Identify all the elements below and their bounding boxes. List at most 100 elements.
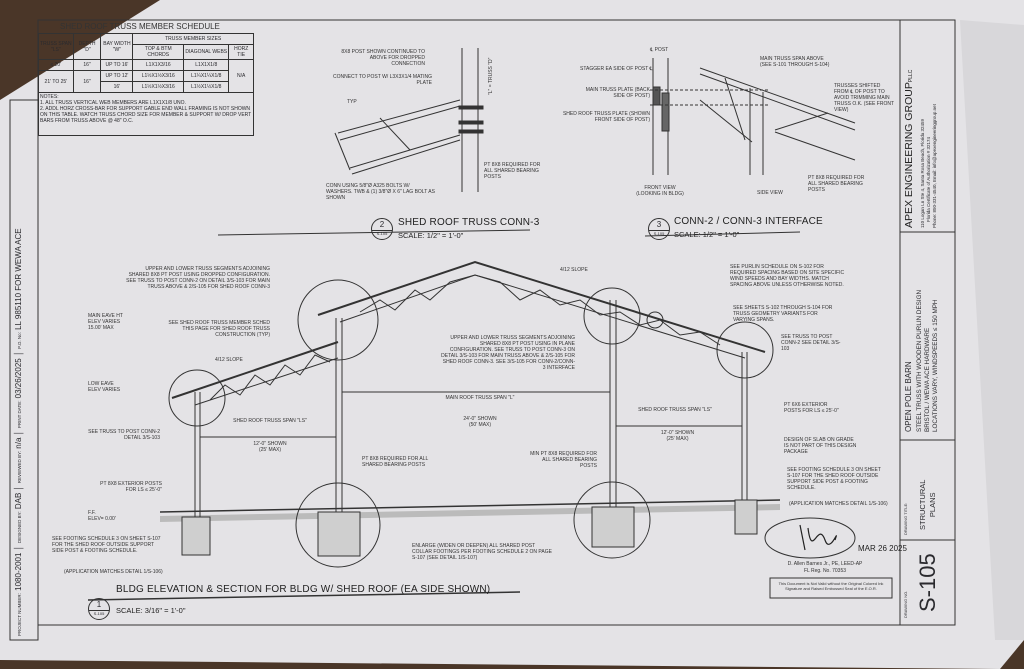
print-date: 03/26/2025 bbox=[14, 358, 23, 399]
note: 4/12 SLOPE bbox=[560, 267, 588, 273]
cell: 16' bbox=[100, 81, 134, 93]
drawing-title: STRUCTURAL PLANS bbox=[918, 479, 937, 530]
note: PT 8x8 REQUIRED FOR ALL SHARED BEARING P… bbox=[808, 175, 865, 193]
note: SEE SHEETS S-102 THROUGH S-104 FOR TRUSS… bbox=[733, 305, 833, 323]
header-span: TRUSS SPAN "Ls" bbox=[38, 33, 74, 60]
cell: ≤ 20' bbox=[38, 59, 74, 71]
cell: L1½x1½x3/16 bbox=[132, 81, 185, 93]
note: SHED ROOF TRUSS PLATE (SHOWN FRONT SIDE … bbox=[562, 111, 650, 123]
schedule-notes: NOTES: 1. ALL TRUSS VERTICAL WEB MEMBERS… bbox=[38, 92, 254, 136]
reviewed-by-label: REVIEWED BY: bbox=[17, 450, 22, 484]
drawing-number: S-105 bbox=[915, 553, 940, 612]
detail-2-title: SHED ROOF TRUSS CONN-3 bbox=[398, 217, 540, 228]
note: 12'-0" SHOWN (25' MAX) bbox=[660, 430, 695, 442]
detail-1-title: BLDG ELEVATION & SECTION FOR BLDG W/ SHE… bbox=[116, 584, 491, 595]
note: SEE PURLIN SCHEDULE ON S-102 FOR REQUIRE… bbox=[730, 264, 845, 288]
designed-by-label: DESIGNED BY: bbox=[17, 511, 22, 544]
detail-number: 2 bbox=[379, 220, 385, 229]
truss-member-schedule-table: TRUSS SPAN "Ls"DEPTH "D"BAY WIDTH "W"TRU… bbox=[38, 33, 254, 136]
note: SIDE VIEW bbox=[757, 190, 783, 196]
detail-sheet: S-105 bbox=[649, 230, 669, 236]
firm-name: APEX ENGINEERING GROUPPLLC bbox=[903, 70, 915, 228]
table-row: 21' to 25'16"up to 12'L1½x1½x3/16L1¼x1¼x… bbox=[38, 70, 254, 93]
note: MAIN ROOF TRUSS SPAN "L" bbox=[445, 395, 515, 401]
header-depth: DEPTH "D" bbox=[72, 33, 102, 60]
designed-by: DAB bbox=[14, 492, 23, 510]
header-webs: DIAGONAL WEBS bbox=[183, 44, 230, 60]
note: FRONT VIEW (LOOKING IN BLDG) bbox=[636, 185, 684, 197]
project-number-label: PROJECT NUMBER: bbox=[17, 593, 22, 636]
header-chords: TOP & BTM CHORDS bbox=[132, 44, 185, 60]
detail-2-drawing bbox=[334, 48, 484, 192]
po-number: LL 985110 FOR WEWA ACE bbox=[14, 228, 23, 330]
project-line: BRISTOL / WEWA ACE HARDWARE bbox=[924, 327, 931, 432]
print-date-label: PRINT DATE: bbox=[17, 400, 22, 429]
note: SEE FOOTING SCHEDULE 3 ON SHEET S-107 FO… bbox=[52, 536, 161, 554]
note: SEE FOOTING SCHEDULE 3 ON SHEET S-107 FO… bbox=[787, 467, 881, 491]
drawing-title-label: DRAWING TITLE: bbox=[903, 502, 908, 535]
note: (APPLICATION MATCHES DETAIL 1/S-106) bbox=[789, 501, 888, 507]
note: STAGGER EA SIDE OF POST ℄ bbox=[580, 66, 653, 72]
project-number: 1080-2001 bbox=[14, 552, 23, 591]
note: "L" = TRUSS "D" bbox=[488, 57, 494, 95]
cell: L1½x1½x3/16 bbox=[132, 70, 185, 82]
cell: 16" bbox=[72, 70, 102, 93]
cell: up to 12' bbox=[100, 70, 134, 82]
detail-sheet: S-105 bbox=[372, 230, 392, 236]
note: UPPER AND LOWER TRUSS SEGMENTS ADJOINING… bbox=[126, 266, 270, 290]
firm-name-text: APEX ENGINEERING GROUP bbox=[903, 82, 915, 228]
firm-contact: Phone: 850-331-4540, Email: info@apexeng… bbox=[932, 104, 937, 228]
note: PT 6x6 EXTERIOR POSTS FOR Ls ≤ 25'-0" bbox=[784, 402, 839, 414]
firm-suffix: PLLC bbox=[908, 69, 914, 83]
note: MAIN TRUSS SPAN ABOVE (SEE S-101 THROUGH… bbox=[760, 56, 830, 68]
note: TRUSSES SHIFTED FROM ℄ OF POST TO AVOID … bbox=[834, 83, 894, 113]
seal-date: MAR 26 2025 bbox=[858, 544, 907, 553]
note: PT 8x8 REQUIRED FOR ALL SHARED BEARING P… bbox=[484, 162, 541, 180]
note: UPPER AND LOWER TRUSS SEGMENTS ADJOINING… bbox=[441, 335, 575, 371]
cell: 21' to 25' bbox=[38, 70, 74, 93]
drawing-no-label: DRAWING NO. bbox=[903, 590, 908, 618]
firm-address: 110 Logan Ln Ste 4, Santa Rosa Beach, Fl… bbox=[920, 119, 925, 228]
note: PT 8x8 EXTERIOR POSTS FOR Ls ≤ 25'-0" bbox=[100, 481, 162, 493]
cell: L1½x1½x1/8 bbox=[183, 81, 230, 93]
note: ℄ POST bbox=[650, 47, 669, 53]
note: 4/12 SLOPE bbox=[215, 357, 243, 363]
note: TYP bbox=[347, 99, 357, 105]
note: 8x8 POST SHOWN CONTINUED TO ABOVE FOR DR… bbox=[341, 49, 425, 67]
note: DESIGN OF SLAB ON GRADE IS NOT PART OF T… bbox=[784, 437, 857, 455]
header-tie: HORZ TIE bbox=[228, 44, 254, 60]
signature bbox=[799, 524, 837, 551]
note: ENLARGE (WIDEN or DEEPEN) ALL SHARED POS… bbox=[412, 543, 552, 561]
detail-2-scale: SCALE: 1/2" = 1'-0" bbox=[398, 231, 464, 240]
header-sizes: TRUSS MEMBER SIZES bbox=[132, 33, 254, 45]
cell: up to 16' bbox=[100, 59, 134, 71]
detail-3-title: CONN-2 / CONN-3 INTERFACE bbox=[674, 216, 823, 227]
note: SHED ROOF TRUSS SPAN "Ls" bbox=[233, 418, 307, 424]
detail-sheet: S-105 bbox=[89, 610, 109, 616]
note: SHED ROOF TRUSS SPAN "Ls" bbox=[638, 407, 712, 413]
seal-disclaimer: This Document is Not Valid without the O… bbox=[778, 581, 884, 591]
cell: 16" bbox=[72, 59, 102, 71]
schedule-title: SHED ROOF TRUSS MEMBER SCHEDULE bbox=[60, 22, 220, 31]
po-label: P.O. No: bbox=[17, 332, 22, 349]
header-bay: BAY WIDTH "W" bbox=[100, 33, 134, 60]
detail-3-scale: SCALE: 1/2" = 1'-0" bbox=[674, 230, 740, 239]
note: MIN PT 8x8 REQUIRED FOR ALL SHARED BEARI… bbox=[530, 451, 597, 469]
note: LOW EAVE ELEV VARIES bbox=[88, 381, 121, 393]
engineer-name: D. Allen Barnes Jr., PE, LEED-AP bbox=[787, 561, 863, 567]
engineer-reg: FL Reg. No. 70353 bbox=[803, 568, 847, 574]
cell: L1¼x1¼x1/8 bbox=[183, 70, 230, 82]
note: MAIN EAVE HT ELEV VARIES 15.00' MAX bbox=[88, 313, 123, 331]
detail-1-scale: SCALE: 3/16" = 1'-0" bbox=[116, 606, 186, 615]
note: F.F. ELEV= 0.00' bbox=[88, 510, 116, 522]
table-row: ≤ 20'16"up to 16'L1x1x3/16L1x1x1/8n/a bbox=[38, 59, 254, 93]
note: PT 8x8 REQUIRED FOR ALL SHARED BEARING P… bbox=[362, 456, 429, 468]
project-line: LOCATIONS VARY, WINDSPEEDS ≤ 150 MPH bbox=[932, 299, 939, 432]
note: 24'-0" SHOWN (50' MAX) bbox=[463, 416, 497, 428]
note: SEE TRUSS TO POST CONN-2 SEE DETAIL 3/S-… bbox=[781, 334, 841, 352]
